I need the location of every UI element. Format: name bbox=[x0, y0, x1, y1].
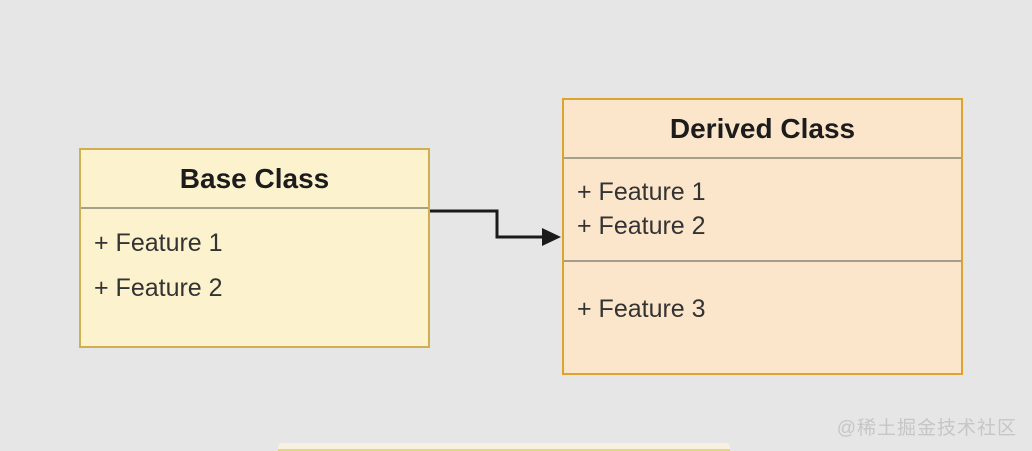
arrow-line bbox=[430, 209, 545, 239]
derived-class-own-section: + Feature 3 bbox=[564, 262, 961, 324]
base-class-node: Base Class + Feature 1 + Feature 2 bbox=[79, 148, 430, 348]
base-class-feature-1: + Feature 1 bbox=[94, 229, 223, 257]
derived-class-inherited-section: + Feature 1 + Feature 2 bbox=[564, 159, 961, 262]
derived-class-node: Derived Class + Feature 1 + Feature 2 + … bbox=[562, 98, 963, 375]
base-class-feature-2: + Feature 2 bbox=[94, 274, 223, 302]
base-class-title: Base Class bbox=[81, 150, 428, 209]
derived-class-feature-1: + Feature 1 bbox=[577, 178, 706, 206]
clipped-bottom-shape bbox=[278, 443, 730, 451]
watermark: @稀土掘金技术社区 bbox=[836, 418, 1017, 439]
derived-class-title: Derived Class bbox=[564, 100, 961, 159]
derived-class-feature-3: + Feature 3 bbox=[577, 295, 706, 323]
arrow-head-icon bbox=[542, 228, 561, 246]
derived-class-feature-2: + Feature 2 bbox=[577, 212, 706, 240]
base-class-feature-section: + Feature 1 + Feature 2 bbox=[81, 209, 428, 303]
